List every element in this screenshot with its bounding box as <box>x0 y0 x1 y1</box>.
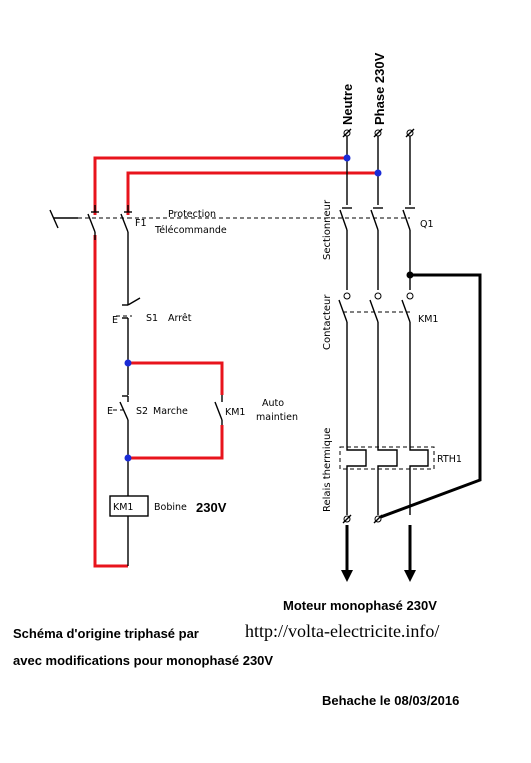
motor-arrow-2 <box>404 570 416 582</box>
node-neutre <box>343 154 351 162</box>
label-rth1: RTH1 <box>437 454 462 465</box>
node-s1-s2 <box>124 359 132 367</box>
node-phase <box>374 169 382 177</box>
label-s2: S2 <box>136 406 148 417</box>
s1-contact <box>127 297 141 306</box>
node-s2-coil <box>124 454 132 462</box>
km1-contactor <box>338 292 414 445</box>
label-auto: Auto <box>262 398 284 409</box>
label-relais-thermique: Relais thermique <box>322 428 333 512</box>
label-telecommande: Télécommande <box>154 225 227 236</box>
terminal-bottom-row <box>342 514 383 524</box>
label-bobine-volt: 230V <box>196 500 227 515</box>
label-protection: Protection <box>168 209 216 220</box>
label-contacteur: Contacteur <box>322 294 333 350</box>
label-s1: S1 <box>146 313 158 324</box>
label-maintien: maintien <box>256 412 298 423</box>
red-wire-auto-maintien-top <box>128 361 224 395</box>
phase-bridge-wire <box>377 273 482 520</box>
source-url: http://volta-electricite.info/ <box>245 621 439 641</box>
label-sectionneur: Sectionneur <box>322 199 333 260</box>
label-km1-coil: KM1 <box>113 502 133 513</box>
node-q1-output <box>406 271 414 279</box>
footer: Moteur monophasé 230V Schéma d'origine t… <box>13 598 459 708</box>
label-q1: Q1 <box>420 219 434 230</box>
red-wire-auto-maintien-bottom <box>128 425 224 460</box>
red-wire-phase-top <box>126 171 378 215</box>
control-column <box>49 205 223 566</box>
label-km1-aux: KM1 <box>225 407 245 418</box>
motor-arrow-1 <box>341 570 353 582</box>
power-column <box>338 128 482 582</box>
red-wire-neutre-return <box>93 235 128 568</box>
diagram-labels: Neutre Phase 230V F1 Protection Télécomm… <box>107 52 462 515</box>
s2-contact <box>119 401 129 421</box>
label-s1-e: E <box>112 315 118 326</box>
terminal-top-row <box>342 128 415 138</box>
q1-sectionneur <box>339 207 415 290</box>
label-arret: Arrêt <box>168 313 192 324</box>
author-date-label: Behache le 08/03/2016 <box>322 693 459 708</box>
f1-contact-right <box>120 213 129 233</box>
origin-label: Schéma d'origine triphasé par <box>13 626 199 641</box>
km1-aux-contact <box>214 401 223 421</box>
label-s2-e: E <box>107 406 113 417</box>
red-wire-neutre-top <box>93 156 347 215</box>
label-neutre: Neutre <box>340 84 355 125</box>
rth1-relais-thermique <box>339 445 435 515</box>
label-f1: F1 <box>135 218 147 229</box>
label-marche: Marche <box>153 406 188 417</box>
label-km1-contacteur: KM1 <box>418 314 438 325</box>
motor-label: Moteur monophasé 230V <box>283 598 437 613</box>
f1-contact-left <box>87 213 96 233</box>
modification-label: avec modifications pour monophasé 230V <box>13 653 273 668</box>
km1-coil-box <box>109 495 149 517</box>
label-phase: Phase 230V <box>372 52 387 125</box>
label-bobine: Bobine <box>154 502 187 513</box>
control-wiring <box>93 156 378 568</box>
